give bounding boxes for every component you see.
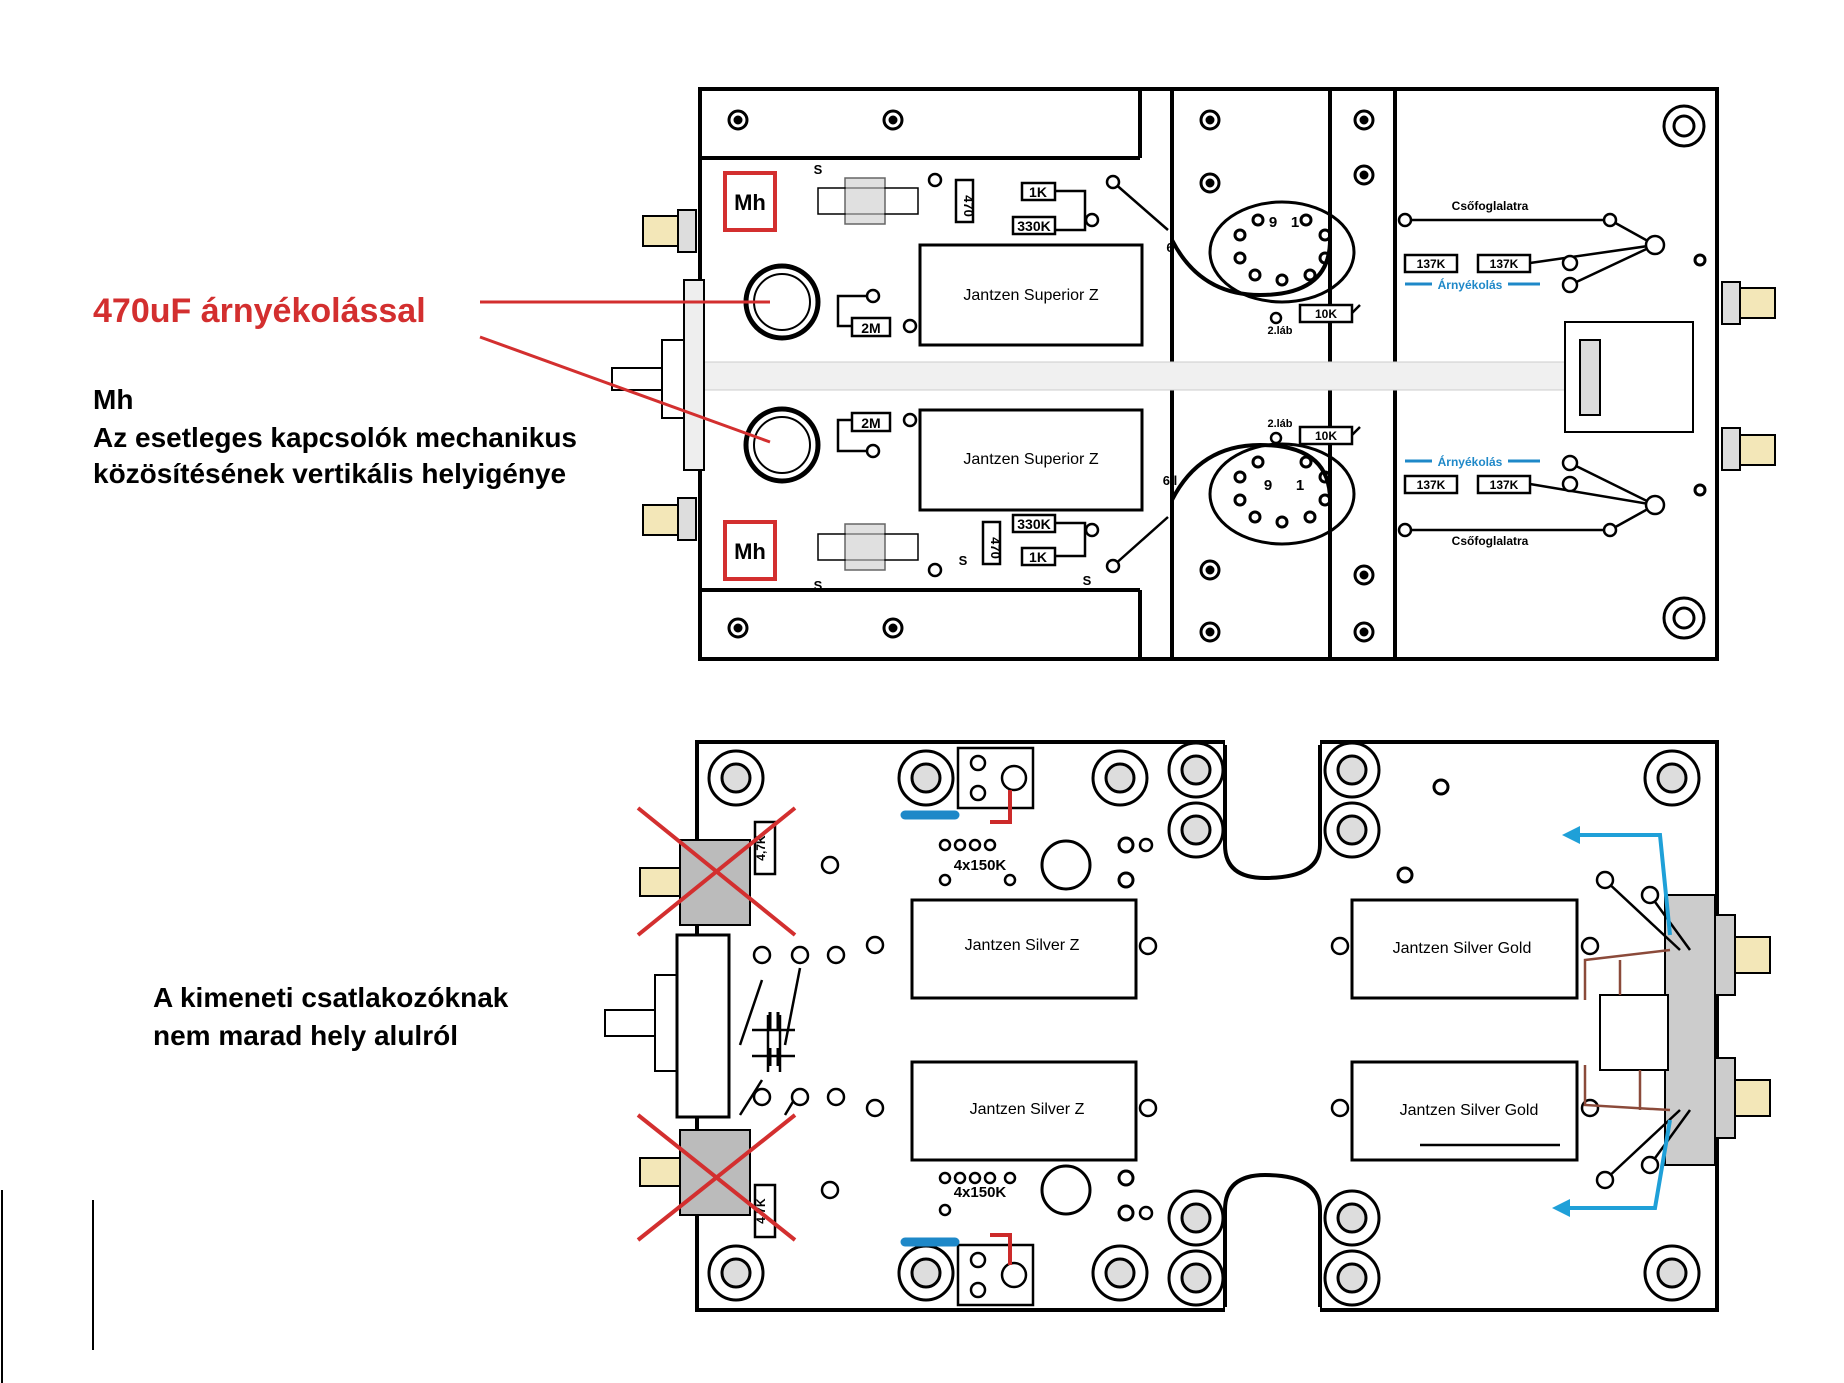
switch-headers — [817, 177, 919, 571]
pin-1-bottom: 1 — [1296, 477, 1304, 494]
r-2m-top: 2M — [861, 320, 880, 336]
r-330k-top: 330K — [1017, 218, 1050, 234]
r-4x150k-pads — [938, 838, 1017, 1217]
blue-arrow-heads — [1552, 826, 1580, 1217]
r-4x150k-bottom: 4x150K — [954, 1184, 1007, 1201]
brown-wires — [1583, 948, 1671, 1112]
r-137k-4: 137K — [1490, 478, 1519, 492]
output-note-1: A kimeneti csatlakozóknak — [153, 982, 509, 1013]
r-1k-top: 1K — [1029, 184, 1047, 200]
top-board — [611, 87, 1719, 661]
cap-silver-gold — [1350, 898, 1579, 1162]
small-capacitors — [768, 1012, 780, 1066]
s-mark-1: S — [814, 162, 823, 177]
top-mounting-holes — [727, 104, 1707, 643]
blue-arrows — [1565, 833, 1672, 1210]
top-wiring — [836, 181, 1656, 567]
socket-note-bottom: Csőfoglalatra — [1452, 534, 1529, 548]
margin-marks — [1, 1190, 94, 1383]
terminal-blocks — [956, 746, 1035, 1307]
cap-superior-z — [918, 243, 1144, 512]
s-mark-4: S — [1083, 573, 1092, 588]
shield-note-bottom: Árnyékolás — [1438, 454, 1503, 469]
r-137k-2: 137K — [1490, 257, 1519, 271]
r-137k-3: 137K — [1417, 478, 1446, 492]
cap-superior-z-label-bottom: Jantzen Superior Z — [963, 451, 1098, 468]
top-right-jacks — [1721, 281, 1776, 471]
mh-heading: Mh — [93, 384, 134, 415]
r-330k-bottom: 330K — [1017, 516, 1050, 532]
mh-badges — [723, 171, 777, 581]
mh-line-2: közösítésének vertikális helyigénye — [93, 458, 567, 489]
s-mark-2: S — [814, 578, 823, 593]
mh-badge-top: Mh — [734, 190, 766, 215]
hex-nuts — [707, 741, 1701, 1307]
r-137k-1: 137K — [1417, 257, 1446, 271]
pin-6-label: 6 — [1166, 240, 1173, 255]
r-10k-bottom: 10K — [1315, 429, 1337, 443]
r-1k-bottom: 1K — [1029, 549, 1047, 565]
s-mark-3: S — [959, 553, 968, 568]
socket-note-top: Csőfoglalatra — [1452, 199, 1529, 213]
top-left-jacks — [642, 209, 697, 541]
cap-silver-z-label-bottom: Jantzen Silver Z — [970, 1101, 1085, 1118]
mh-line-1: Az esetleges kapcsolók mechanikus — [93, 422, 577, 453]
cap-silver-gold-label-top: Jantzen Silver Gold — [1393, 940, 1532, 957]
cap-silver-gold-label-bottom: Jantzen Silver Gold — [1400, 1102, 1539, 1119]
r-2m-bottom: 2M — [861, 415, 880, 431]
tube-sockets — [1208, 200, 1356, 546]
pin-6l-label: 6.l — [1163, 473, 1177, 488]
r-470-bottom: 470 — [988, 537, 1003, 559]
pin-9-top: 9 — [1269, 214, 1277, 231]
cap-silver-z-label-top: Jantzen Silver Z — [965, 937, 1080, 954]
shield-note-top: Árnyékolás — [1438, 277, 1503, 292]
bottom-wiring — [738, 879, 1692, 1181]
output-note-2: nem marad hely alulról — [153, 1020, 458, 1051]
blue-shield-wires — [900, 810, 960, 1247]
r-470-top: 470 — [961, 195, 976, 217]
bottom-right-jacks — [1714, 914, 1771, 1139]
annotation-pointers — [479, 300, 771, 444]
shield-lines — [1405, 282, 1540, 463]
cap-superior-z-label-top: Jantzen Superior Z — [963, 287, 1098, 304]
r-47k-top: 4,7K — [754, 835, 768, 861]
r-10k-top: 10K — [1315, 307, 1337, 321]
bottom-left-jacks — [639, 839, 751, 1216]
red-wires — [990, 790, 1012, 1265]
red-x-marks — [636, 806, 797, 1242]
bottom-pads — [752, 837, 1660, 1221]
pin-9-bottom: 9 — [1264, 477, 1272, 494]
capacitor-note: 470uF árnyékolással — [93, 292, 426, 330]
cap-silver-z — [910, 898, 1138, 1162]
top-pads — [865, 172, 1666, 578]
pin-2lab-top: 2.láb — [1267, 325, 1292, 337]
r-47k — [753, 820, 777, 1239]
pin-2lab-bottom: 2.láb — [1267, 418, 1292, 430]
r-4x150k-top: 4x150K — [954, 857, 1007, 874]
pin-1-top: 1 — [1291, 214, 1299, 231]
mh-badge-bottom: Mh — [734, 539, 766, 564]
